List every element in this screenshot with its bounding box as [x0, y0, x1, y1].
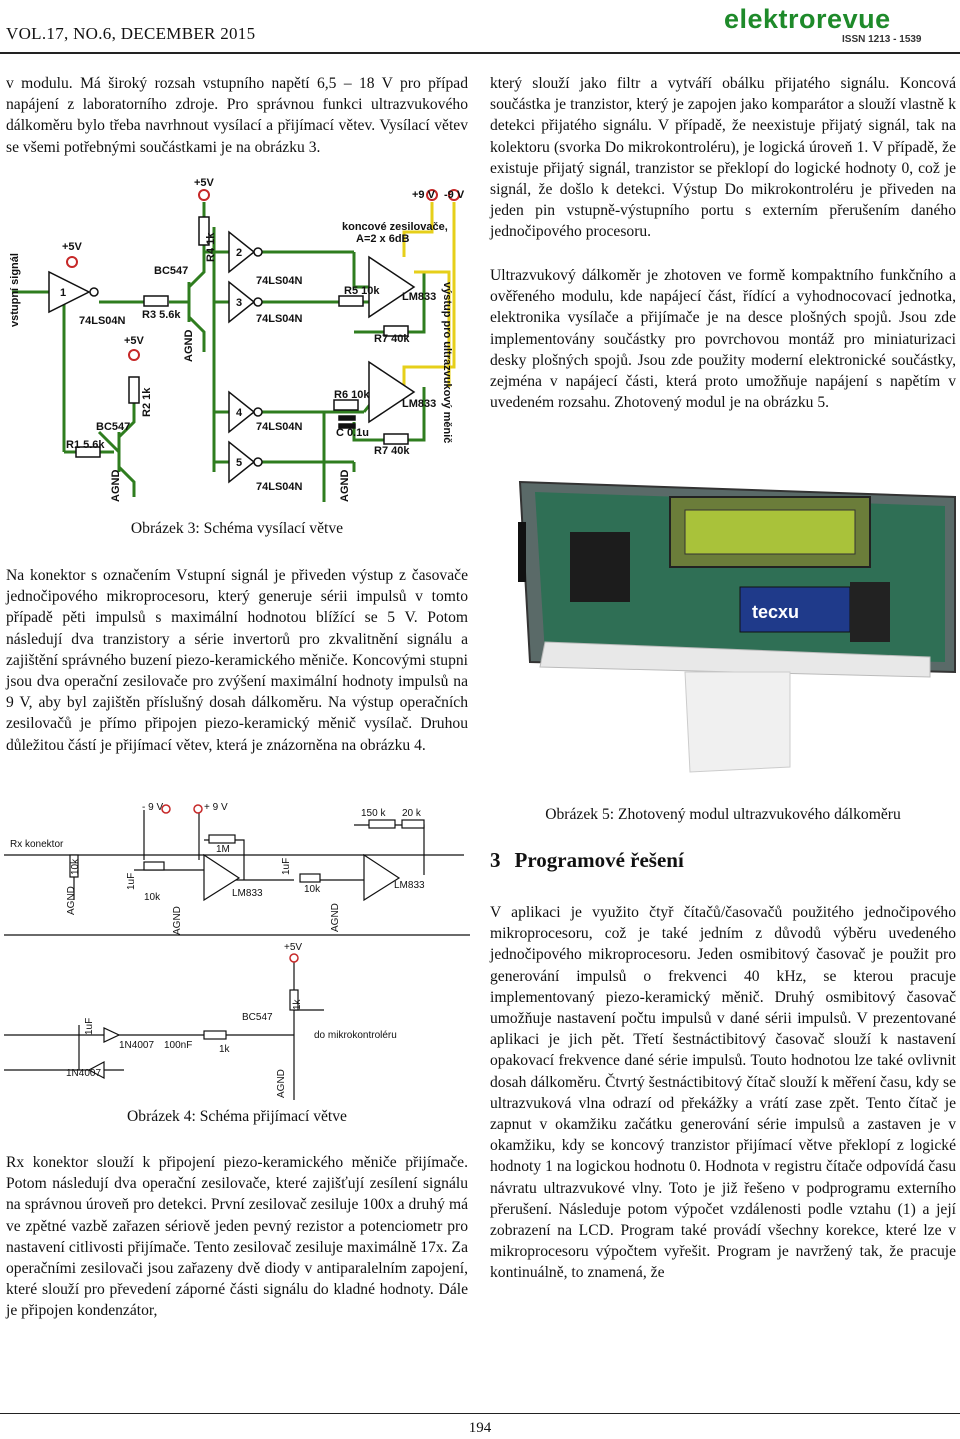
r4-label: R4 1k	[205, 232, 217, 262]
gate-number-1: 1	[60, 287, 66, 299]
figure-3-caption: Obrázek 3: Schéma vysílací větve	[130, 520, 344, 537]
battery	[739, 586, 851, 633]
r10k-label-c: 10k	[304, 884, 321, 895]
c1uf-label-b: 1uF	[281, 858, 292, 875]
output-mcu-label: do mikrokontroléru	[314, 1030, 397, 1041]
r150k-label: 150 k	[361, 808, 386, 819]
rx-connector-label: Rx konektor	[10, 839, 64, 850]
gate-number-2: 2	[236, 247, 242, 259]
agnd-label-3: AGND	[330, 903, 341, 932]
r1k-label-a: 1k	[292, 998, 303, 1010]
c1uf-label-c: 1uF	[84, 1018, 95, 1035]
journal-issue: VOL.17, NO.6, DECEMBER 2015	[6, 24, 256, 43]
r1-label: R1 5.6k	[66, 439, 105, 451]
note-gain: A=2 x 6dB	[356, 233, 410, 245]
header-rule	[0, 52, 960, 54]
figure-5-caption: Obrázek 5: Zhotovený modul ultrazvukovéh…	[545, 806, 901, 823]
minus9-label: - 9 V	[142, 802, 163, 813]
section-number: 3	[490, 848, 501, 872]
opamp-label-1: LM833	[232, 888, 263, 899]
elektrorevue-logo: elektrorevue ISSN 1213 - 1539	[724, 4, 922, 45]
agnd-label-3: AGND	[339, 470, 351, 502]
agnd-label-4: AGND	[276, 1069, 287, 1098]
right-paragraph-1: který slouží jako filtr a vytváří obálku…	[490, 75, 956, 241]
left-paragraph-1: v modulu. Má široký rozsah vstupního nap…	[6, 75, 468, 156]
gate-number-3: 3	[236, 297, 242, 309]
bc547-label: BC547	[242, 1012, 273, 1023]
figure-5-photo: tecxu	[490, 472, 960, 797]
capacitor-label: C 0.1u	[336, 427, 369, 439]
lcd-screen	[684, 509, 856, 555]
supply-pins	[66, 189, 460, 361]
plus5v-label-2: +5V	[194, 177, 215, 189]
yellow-supply-wires	[402, 202, 456, 397]
ic-chip	[570, 532, 630, 602]
gate-label-2: 74LS04N	[256, 275, 303, 287]
r6-label: R6 10k	[334, 389, 370, 401]
receive-wires	[4, 810, 470, 1100]
foam-strip	[539, 641, 931, 678]
receive-components	[69, 819, 425, 1079]
c1uf-label-a: 1uF	[126, 873, 137, 890]
gate-label-1: 74LS04N	[79, 315, 126, 327]
pin-header	[518, 522, 526, 582]
gate-number-4: 4	[236, 407, 243, 419]
plus9v-label: +9 V	[412, 189, 436, 201]
figure-4-caption: Obrázek 4: Schéma přijímací větve	[127, 1108, 347, 1125]
opamp-label-2: LM833	[394, 880, 425, 891]
r7-label-b: R7 40k	[374, 445, 410, 457]
gate-label-5: 74LS04N	[256, 481, 303, 493]
pot20k-label: 20 k	[402, 808, 422, 819]
note-title: koncové zesilovače,	[342, 221, 448, 233]
issn-text: ISSN 1213 - 1539	[842, 34, 922, 45]
c100nf-label: 100nF	[164, 1040, 192, 1051]
right-paragraph-2: Ultrazvukový dálkoměr je zhotoven ve for…	[490, 267, 956, 412]
agnd-label-1: AGND	[66, 886, 77, 915]
plus9-label: + 9 V	[204, 802, 228, 813]
r5-label: R5 10k	[344, 285, 380, 297]
input-signal-label: vstupní signál	[9, 253, 21, 327]
opamp-label-1: LM833	[402, 291, 436, 303]
logo-text: elektrorevue	[724, 4, 891, 34]
gate-label-3: 74LS04N	[256, 313, 303, 325]
r1k-label-b: 1k	[219, 1044, 231, 1055]
receive-supply-pins	[161, 804, 299, 963]
agnd-label-2: AGND	[110, 470, 122, 502]
gate-number-5: 5	[236, 457, 242, 469]
agnd-label-1: AGND	[183, 330, 195, 362]
section-heading: 3 Programové řešení	[490, 848, 698, 873]
footer-rule	[0, 1413, 960, 1414]
opamp-label-2: LM833	[402, 398, 436, 410]
page-number: 194	[468, 1420, 492, 1436]
resistors	[75, 216, 409, 458]
left-paragraph-3: Rx konektor slouží k připojení piezo-ker…	[6, 1154, 468, 1320]
r3-label: R3 5.6k	[142, 309, 181, 321]
r10k-label-a: 10k	[70, 858, 81, 875]
agnd-label-2: AGND	[172, 906, 183, 935]
r10k-label-b: 10k	[144, 892, 161, 903]
r7-label-a: R7 40k	[374, 333, 410, 345]
plus5-label: +5V	[284, 942, 302, 953]
r2-label: R2 1k	[141, 387, 153, 417]
diode-label-1: 1N4007	[119, 1040, 154, 1051]
foam-block	[684, 671, 791, 773]
gate-label-4: 74LS04N	[256, 421, 303, 433]
right-paragraph-3: V aplikaci je využito čtyř čítačů/časova…	[490, 904, 956, 1282]
battery-label: tecxu	[752, 602, 799, 622]
figure-3-transmit-schematic: vstupní signál výstup pro ultrazvukový m…	[9, 177, 465, 502]
output-label: výstup pro ultrazvukový měnič	[441, 282, 453, 443]
transistor-label-2: BC547	[96, 421, 130, 433]
battery-holder	[850, 582, 890, 642]
diode-label-2: 1N4007	[66, 1068, 101, 1079]
figure-4-receive-schematic: Rx konektor - 9 V + 9 V +5V 10k 10k 10k …	[4, 802, 470, 1100]
section-title: Programové řešení	[514, 848, 684, 872]
plus5v-label-3: +5V	[124, 335, 145, 347]
left-paragraph-2: Na konektor s označením Vstupní signál j…	[6, 567, 468, 754]
plus5v-label-1: +5V	[62, 241, 83, 253]
minus9v-label: -9 V	[444, 189, 465, 201]
inverter-gates	[48, 230, 416, 484]
r1m-label: 1M	[216, 844, 230, 855]
transistor-label-1: BC547	[154, 265, 188, 277]
